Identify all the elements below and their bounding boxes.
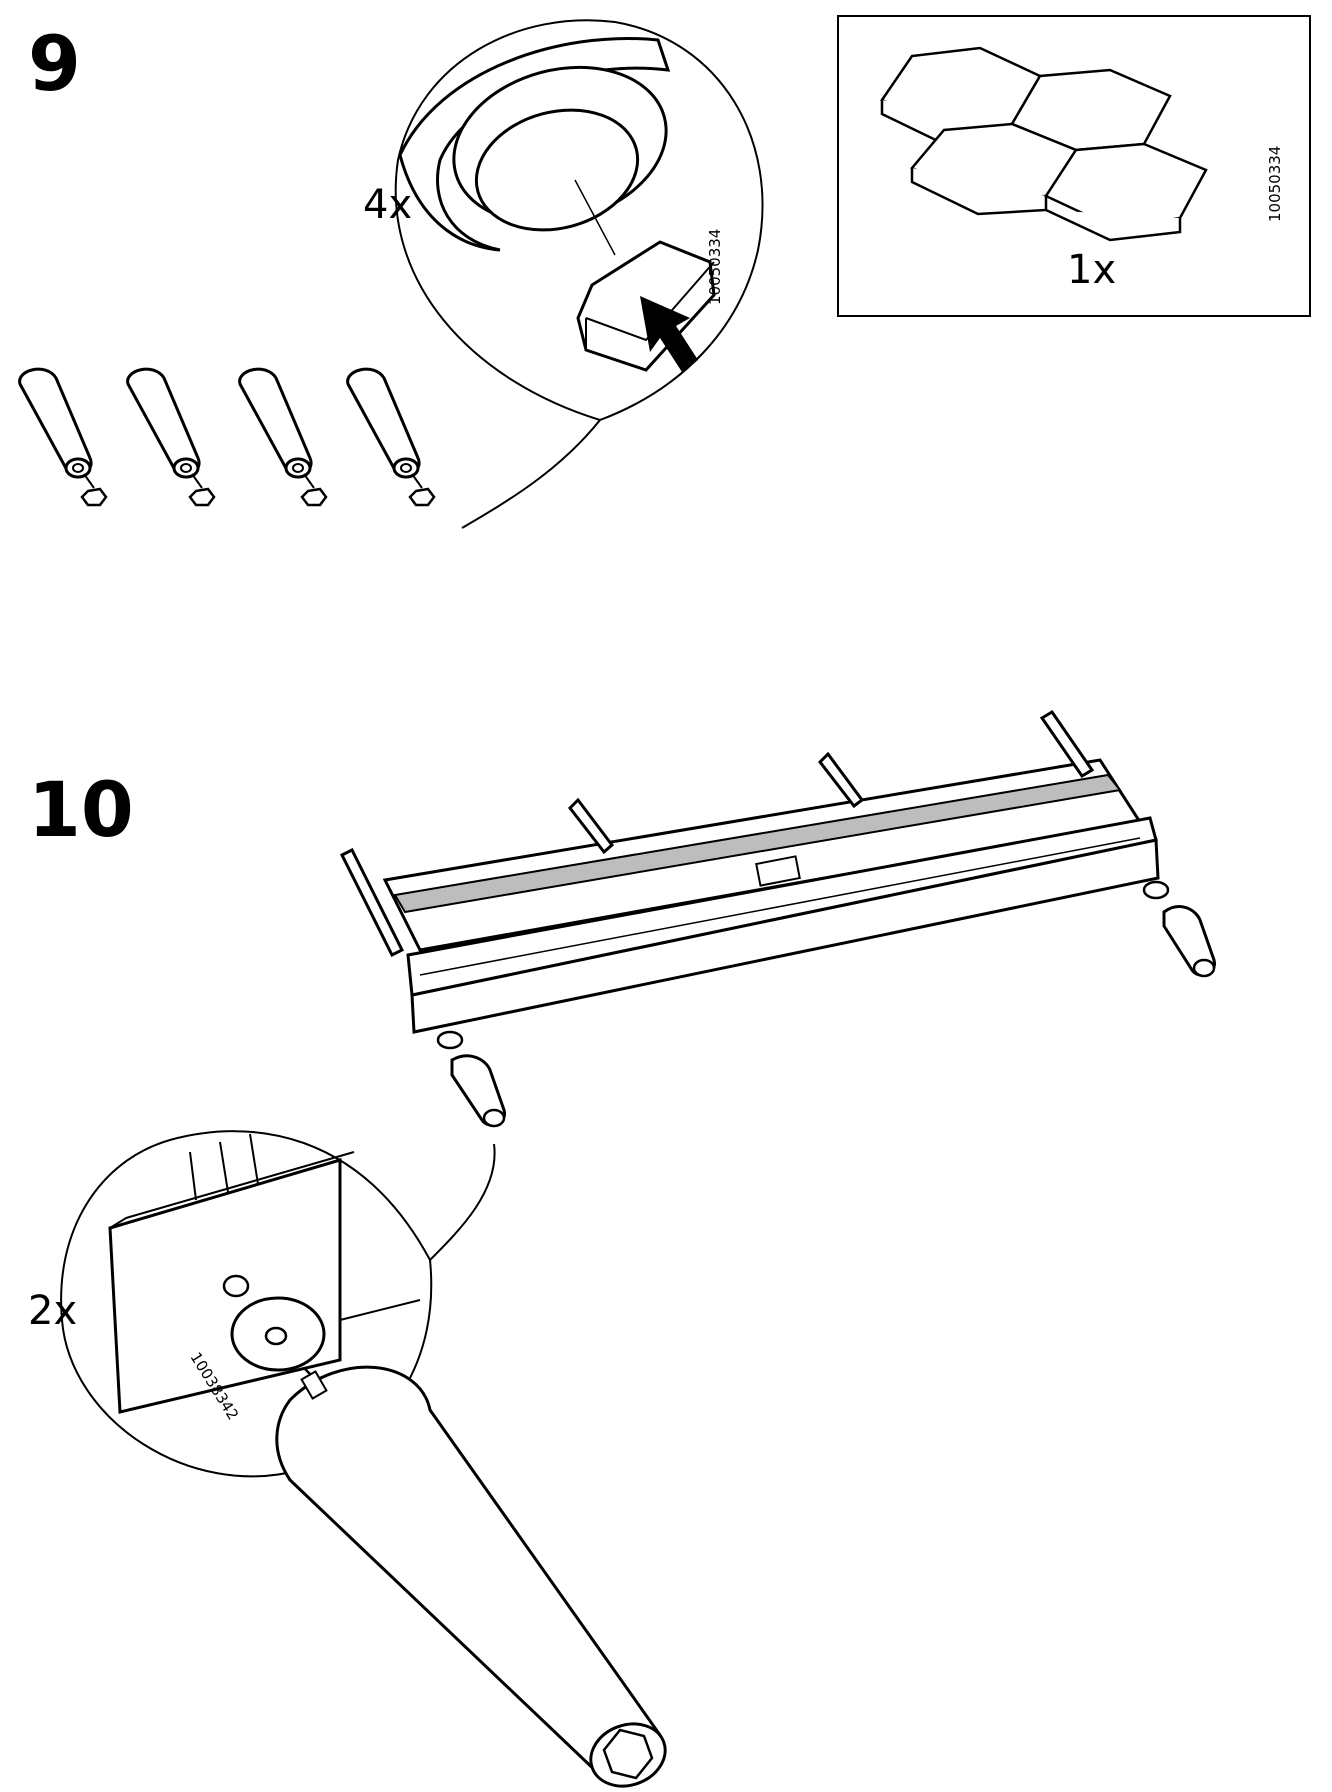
step9-detail-bubble — [394, 19, 764, 529]
leg-icon — [18, 367, 108, 507]
step9-detail-quantity: 4x — [363, 182, 413, 228]
leg-icon — [126, 367, 216, 507]
frame-leg-left — [436, 1030, 506, 1128]
step10-detail-bubble — [60, 1130, 496, 1478]
parts-box-quantity: 1x — [1067, 247, 1117, 293]
bench-frame-icon — [339, 709, 1160, 1034]
frame-leg-right — [1142, 880, 1216, 978]
leg-icon — [238, 367, 328, 507]
big-leg-icon — [275, 1365, 667, 1788]
parts-box-part-number: 10050334 — [1266, 145, 1284, 222]
hex-pad-sheet-icon — [880, 46, 1208, 242]
press-arrow-icon — [640, 296, 698, 372]
step9-detail-part-number: 10050334 — [706, 228, 724, 305]
step-9-number: 9 — [28, 19, 81, 108]
leg-icon — [346, 367, 436, 507]
step9-legs — [18, 367, 436, 507]
step10-detail-quantity: 2x — [28, 1288, 78, 1334]
step-10-number: 10 — [28, 765, 134, 854]
